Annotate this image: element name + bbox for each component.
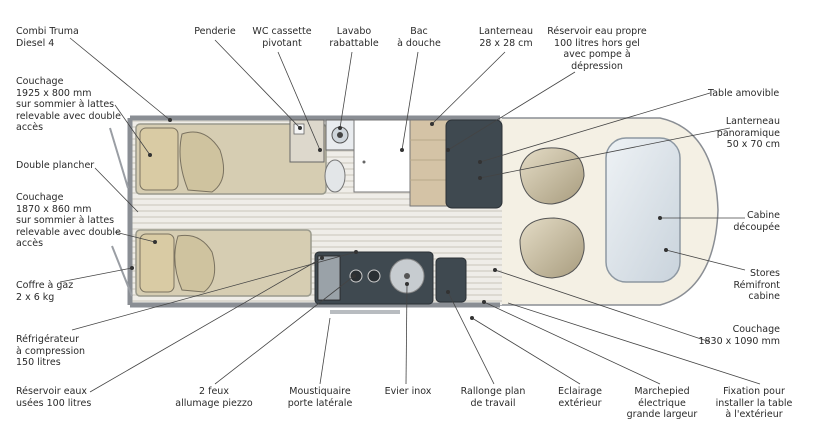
leader-lines — [59, 37, 761, 393]
label-line: cabine — [748, 291, 780, 302]
label-line: à douche — [397, 37, 441, 49]
label-penderie: Penderie — [180, 26, 250, 38]
label-line: Double plancher — [16, 160, 95, 171]
label-line: allumage piezzo — [175, 397, 253, 409]
label-line: usées 100 litres — [16, 397, 92, 409]
label-line: Rémifront — [733, 279, 780, 291]
label-line: électrique — [638, 397, 686, 409]
label-line: Réservoir eaux — [16, 386, 88, 397]
bathroom-block — [289, 119, 451, 207]
cab-window — [605, 137, 681, 283]
label-line: Couchage — [16, 192, 64, 203]
label-line: Lavabo — [336, 26, 372, 37]
label-line: rabattable — [329, 37, 379, 49]
label-line: avec pompe à — [563, 49, 631, 60]
label-line: sur sommier à lattes — [16, 99, 115, 110]
label-table-amovible: Table amovible — [708, 88, 779, 100]
cab-seats — [519, 147, 585, 279]
label-line: 2 feux — [199, 386, 229, 397]
bed-2 — [135, 229, 312, 297]
label-line: Rallonge plan — [460, 386, 526, 397]
label-line: accès — [16, 238, 44, 249]
label-line: 150 litres — [16, 357, 61, 368]
label-line: Diesel 4 — [16, 37, 55, 49]
label-line: installer la table — [715, 397, 793, 409]
label-line: 1830 x 1090 mm — [698, 335, 780, 347]
label-line: 1870 x 860 mm — [16, 203, 92, 215]
kitchen-block — [314, 251, 467, 305]
label-line: Couchage — [16, 76, 64, 87]
label-line: Table amovible — [708, 88, 780, 99]
label-line: à compression — [16, 345, 86, 357]
label-line: Lanterneau — [725, 116, 780, 127]
label-line: Stores — [749, 268, 780, 279]
label-line: de travail — [470, 397, 516, 409]
label-line: découpée — [733, 221, 780, 233]
label-line: Moustiquaire — [289, 386, 351, 397]
label-line: relevable avec double — [16, 226, 121, 238]
label-line: Bac — [410, 26, 428, 37]
label-line: pivotant — [262, 37, 302, 49]
label-line: à l'extérieur — [725, 409, 783, 420]
marker-dots — [130, 118, 668, 320]
label-line: Cabine — [747, 210, 780, 221]
label-line: Coffre à gaz — [16, 280, 74, 291]
label-line: Réfrigérateur — [16, 334, 80, 345]
dark-cabinet — [445, 119, 503, 209]
label-line: porte latérale — [287, 397, 353, 409]
label-line: Evier inox — [384, 386, 432, 397]
label-line: Couchage — [732, 324, 780, 335]
label-line: panoramique — [716, 127, 780, 139]
bed-1 — [135, 123, 327, 195]
label-line: extérieur — [558, 397, 602, 409]
label-double-plancher: Double plancher — [16, 160, 94, 172]
label-line: 28 x 28 cm — [479, 37, 533, 49]
label-line: grande largeur — [626, 409, 698, 420]
label-line: Penderie — [194, 26, 236, 37]
label-line: Eclairage — [558, 386, 602, 397]
label-line: Fixation pour — [723, 386, 785, 397]
label-line: 2 x 6 kg — [16, 291, 55, 303]
label-line: WC cassette — [252, 26, 312, 37]
label-line: sur sommier à lattes — [16, 215, 115, 226]
label-evier: Evier inox — [376, 386, 440, 398]
label-line: 50 x 70 cm — [726, 139, 780, 150]
label-line: 100 litres hors gel — [554, 37, 640, 49]
label-line: Réservoir eau propre — [547, 26, 647, 37]
label-line: accès — [16, 122, 44, 133]
label-line: 1925 x 800 mm — [16, 87, 92, 99]
label-line: Combi Truma — [16, 26, 79, 37]
label-line: relevable avec double — [16, 110, 121, 122]
label-line: dépression — [571, 60, 623, 72]
label-line: Marchepied — [634, 386, 690, 397]
label-line: Lanterneau — [478, 26, 534, 37]
